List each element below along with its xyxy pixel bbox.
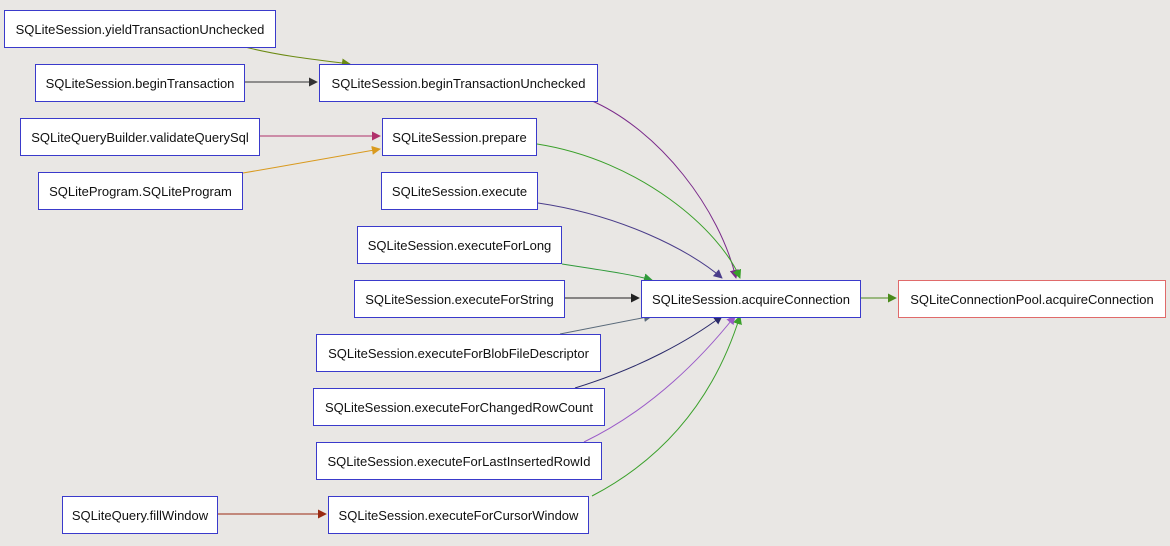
node-yield-transaction-unchecked[interactable]: SQLiteSession.yieldTransactionUnchecked xyxy=(4,10,276,48)
node-prepare[interactable]: SQLiteSession.prepare xyxy=(382,118,537,156)
node-execute-for-last-inserted-row-id[interactable]: SQLiteSession.executeForLastInsertedRowI… xyxy=(316,442,602,480)
edge-executeForCursorWindow-to-acquireConnection xyxy=(591,315,742,497)
edge-executeForLastInsertedRowId-to-acquireConnection xyxy=(583,315,736,443)
node-sqlite-program[interactable]: SQLiteProgram.SQLiteProgram xyxy=(38,172,243,210)
edge-prepare-to-acquireConnection xyxy=(536,143,742,279)
node-execute-for-string[interactable]: SQLiteSession.executeForString xyxy=(354,280,565,318)
node-acquire-connection[interactable]: SQLiteSession.acquireConnection xyxy=(641,280,861,318)
edge-yieldTransactionUnchecked-to-beginTransactionUnchecked xyxy=(244,46,351,68)
edge-executeForChangedRowCount-to-acquireConnection xyxy=(574,315,723,389)
node-begin-transaction-unchecked[interactable]: SQLiteSession.beginTransactionUnchecked xyxy=(319,64,598,102)
edge-beginTransactionUnchecked-to-acquireConnection xyxy=(589,99,739,279)
node-execute-for-blob-file-descriptor[interactable]: SQLiteSession.executeForBlobFileDescript… xyxy=(316,334,601,372)
edge-executeForBlobFileDescriptor-to-acquireConnection xyxy=(559,313,653,335)
node-fill-window[interactable]: SQLiteQuery.fillWindow xyxy=(62,496,218,534)
node-execute[interactable]: SQLiteSession.execute xyxy=(381,172,538,210)
node-execute-for-changed-row-count[interactable]: SQLiteSession.executeForChangedRowCount xyxy=(313,388,605,426)
node-pool-acquire-connection[interactable]: SQLiteConnectionPool.acquireConnection xyxy=(898,280,1166,318)
edge-sqliteProgram-to-prepare xyxy=(242,145,381,174)
node-validate-query-sql[interactable]: SQLiteQueryBuilder.validateQuerySql xyxy=(20,118,260,156)
edge-executeForLong-to-acquireConnection xyxy=(561,263,653,283)
node-begin-transaction[interactable]: SQLiteSession.beginTransaction xyxy=(35,64,245,102)
edge-execute-to-acquireConnection xyxy=(537,202,723,279)
node-execute-for-long[interactable]: SQLiteSession.executeForLong xyxy=(357,226,562,264)
node-execute-for-cursor-window[interactable]: SQLiteSession.executeForCursorWindow xyxy=(328,496,589,534)
